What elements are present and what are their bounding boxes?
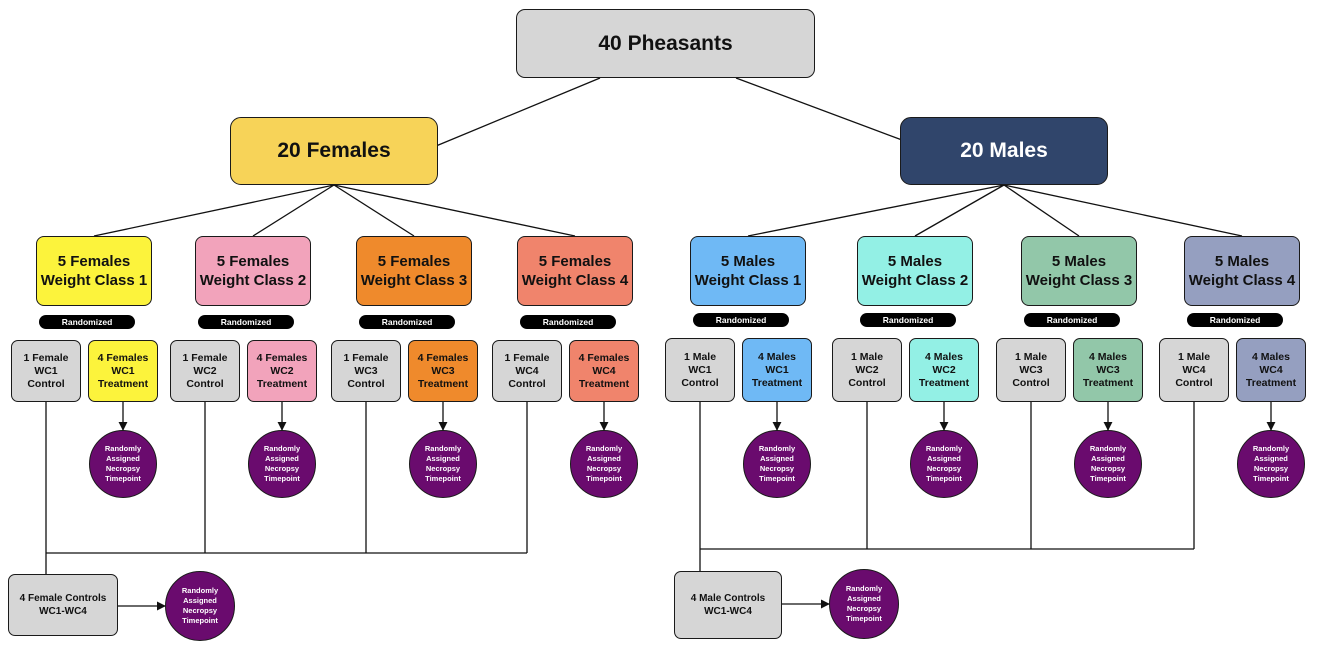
male-randomized-badge-4: Randomized [1187, 313, 1283, 327]
male-control-wc2: 1 Male WC2 Control [832, 338, 902, 402]
male-randomized-badge-1: Randomized [693, 313, 789, 327]
male-necropsy-circle-wc3: Randomly Assigned Necropsy Timepoint [1074, 430, 1142, 498]
male-necropsy-circle-wc4: Randomly Assigned Necropsy Timepoint [1237, 430, 1305, 498]
female-treatment-wc3: 4 Females WC3 Treatment [408, 340, 478, 402]
female-weight-class-2: 5 Females Weight Class 2 [195, 236, 311, 306]
male-treatment-wc2: 4 Males WC2 Treatment [909, 338, 979, 402]
female-randomized-badge-3: Randomized [359, 315, 455, 329]
female-necropsy-circle-wc4: Randomly Assigned Necropsy Timepoint [570, 430, 638, 498]
male-control-wc4: 1 Male WC4 Control [1159, 338, 1229, 402]
sex-node-male: 20 Males [900, 117, 1108, 185]
edge-male-wc3 [1003, 184, 1080, 237]
male-randomized-badge-3: Randomized [1024, 313, 1120, 327]
female-weight-class-4: 5 Females Weight Class 4 [517, 236, 633, 306]
root-node: 40 Pheasants [516, 9, 815, 78]
female-pooled-controls: 4 Female Controls WC1-WC4 [8, 574, 118, 636]
edge-female-wc3 [333, 184, 415, 237]
female-control-wc3: 1 Female WC3 Control [331, 340, 401, 402]
female-treatment-wc1: 4 Females WC1 Treatment [88, 340, 158, 402]
male-treatment-wc1: 4 Males WC1 Treatment [742, 338, 812, 402]
female-control-wc4: 1 Female WC4 Control [492, 340, 562, 402]
female-control-wc1: 1 Female WC1 Control [11, 340, 81, 402]
male-pooled-controls: 4 Male Controls WC1-WC4 [674, 571, 782, 639]
male-weight-class-1: 5 Males Weight Class 1 [690, 236, 806, 306]
edge-root-female [435, 77, 601, 147]
female-control-wc2: 1 Female WC2 Control [170, 340, 240, 402]
female-weight-class-3: 5 Females Weight Class 3 [356, 236, 472, 306]
male-treatment-wc3: 4 Males WC3 Treatment [1073, 338, 1143, 402]
male-necropsy-circle-wc1: Randomly Assigned Necropsy Timepoint [743, 430, 811, 498]
male-weight-class-4: 5 Males Weight Class 4 [1184, 236, 1300, 306]
male-pool-necropsy-circle: Randomly Assigned Necropsy Timepoint [829, 569, 899, 639]
edge-male-wc1 [747, 184, 1005, 237]
female-randomized-badge-2: Randomized [198, 315, 294, 329]
edge-root-male [735, 77, 903, 141]
female-necropsy-circle-wc1: Randomly Assigned Necropsy Timepoint [89, 430, 157, 498]
female-necropsy-circle-wc3: Randomly Assigned Necropsy Timepoint [409, 430, 477, 498]
edge-male-wc4 [1003, 184, 1243, 237]
edge-female-wc4 [333, 184, 576, 237]
male-treatment-wc4: 4 Males WC4 Treatment [1236, 338, 1306, 402]
female-pool-necropsy-circle: Randomly Assigned Necropsy Timepoint [165, 571, 235, 641]
female-treatment-wc2: 4 Females WC2 Treatment [247, 340, 317, 402]
edge-male-wc2 [914, 184, 1005, 237]
edge-female-wc1 [93, 184, 335, 237]
male-control-wc3: 1 Male WC3 Control [996, 338, 1066, 402]
male-weight-class-3: 5 Males Weight Class 3 [1021, 236, 1137, 306]
female-necropsy-circle-wc2: Randomly Assigned Necropsy Timepoint [248, 430, 316, 498]
female-randomized-badge-4: Randomized [520, 315, 616, 329]
male-randomized-badge-2: Randomized [860, 313, 956, 327]
male-weight-class-2: 5 Males Weight Class 2 [857, 236, 973, 306]
female-randomized-badge-1: Randomized [39, 315, 135, 329]
female-treatment-wc4: 4 Females WC4 Treatment [569, 340, 639, 402]
male-necropsy-circle-wc2: Randomly Assigned Necropsy Timepoint [910, 430, 978, 498]
female-weight-class-1: 5 Females Weight Class 1 [36, 236, 152, 306]
male-control-wc1: 1 Male WC1 Control [665, 338, 735, 402]
sex-node-female: 20 Females [230, 117, 438, 185]
edge-female-wc2 [252, 184, 335, 237]
